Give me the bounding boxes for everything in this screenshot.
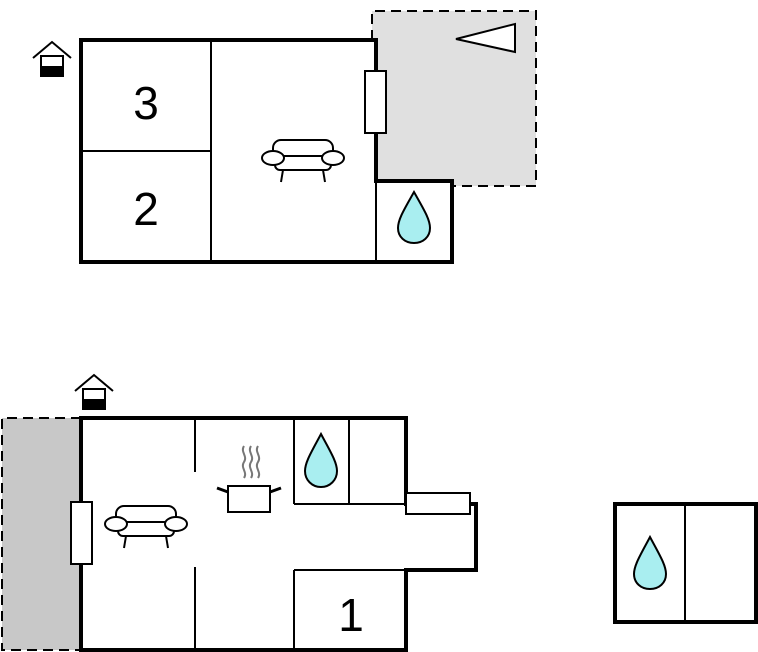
lower-outer-wall bbox=[79, 416, 478, 652]
house-icon bbox=[32, 40, 72, 77]
sofa-icon bbox=[261, 139, 345, 183]
upper-terrace-dashed-border bbox=[371, 10, 537, 187]
water-drop-icon bbox=[396, 189, 432, 245]
lower-window-left bbox=[70, 501, 93, 565]
room-label-3: 3 bbox=[133, 77, 159, 129]
water-drop-icon bbox=[632, 534, 668, 591]
lower-window-right bbox=[405, 492, 471, 515]
room-label-1: 1 bbox=[338, 589, 364, 641]
terrace-triangle-icon bbox=[455, 22, 516, 54]
annex bbox=[613, 502, 758, 624]
upper-floor: 3 2 bbox=[32, 10, 537, 264]
water-drop-icon bbox=[303, 431, 339, 489]
stove-pot-icon bbox=[216, 445, 282, 513]
upper-outer-wall bbox=[79, 38, 454, 264]
upper-window bbox=[364, 70, 387, 134]
lower-floor: 1 bbox=[1, 373, 478, 652]
sofa-icon bbox=[104, 505, 188, 549]
room-label-2: 2 bbox=[133, 183, 159, 235]
lower-terrace bbox=[2, 418, 81, 650]
lower-terrace-dashed-border bbox=[1, 417, 81, 651]
upper-terrace bbox=[372, 11, 536, 186]
house-icon bbox=[74, 373, 114, 410]
